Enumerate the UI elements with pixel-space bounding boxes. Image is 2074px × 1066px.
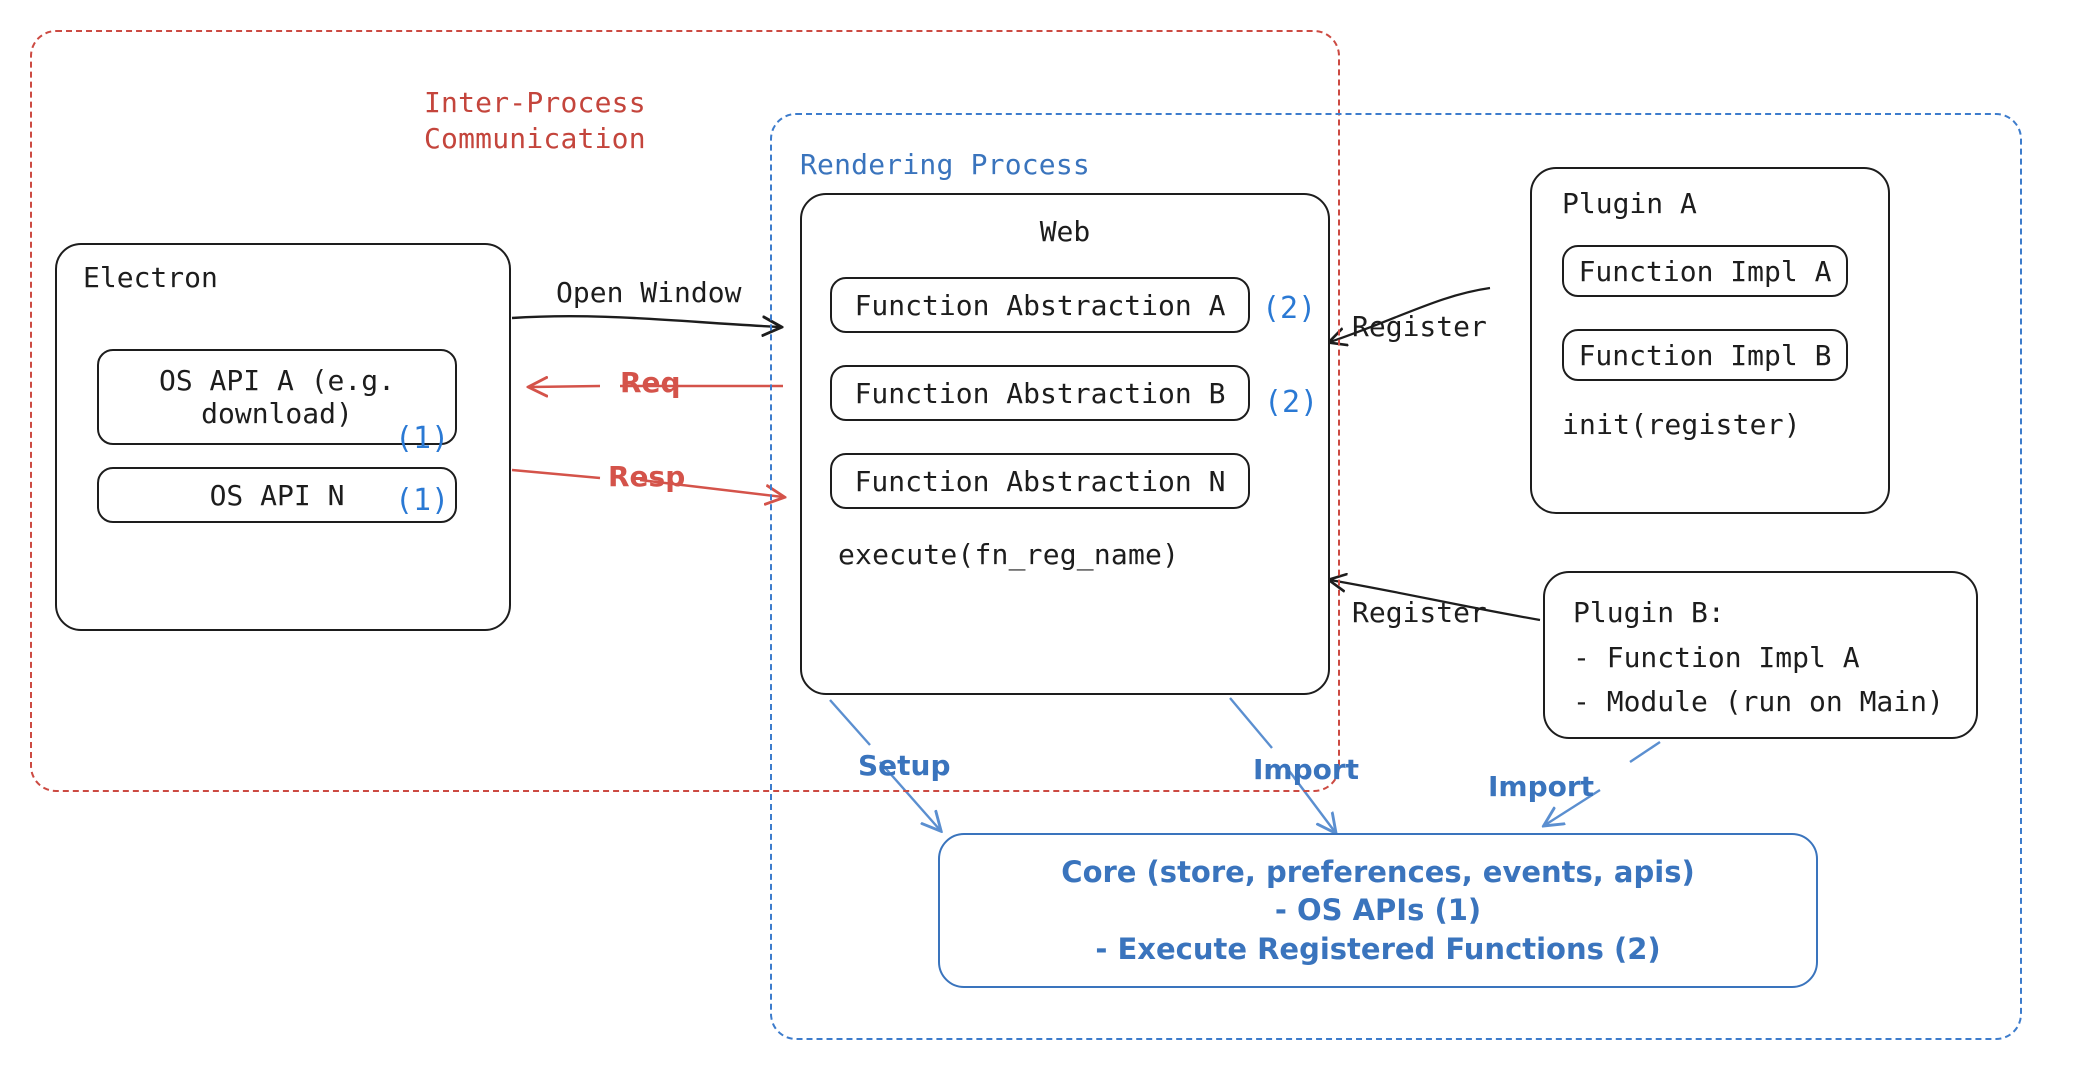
edge-import-plugin-b <box>1545 741 1661 825</box>
edge-label-open-window: Open Window <box>556 276 742 309</box>
os-api-a-label: OS API A (e.g. download) <box>158 364 395 430</box>
function-abstraction-b-box[interactable]: Function Abstraction B <box>830 365 1250 421</box>
electron-title: Electron <box>83 261 218 294</box>
edge-label-import-plugin-b: Import <box>1488 770 1595 803</box>
ipc-boundary <box>30 30 1340 792</box>
os-api-a-marker: (1) <box>395 421 450 456</box>
web-box[interactable]: Web Function Abstraction A (2) Function … <box>800 193 1330 695</box>
plugin-a-title: Plugin A <box>1562 187 1697 220</box>
os-api-n-marker: (1) <box>395 483 450 518</box>
function-abstraction-a-marker: (2) <box>1262 291 1317 326</box>
electron-box[interactable]: Electron OS API A (e.g. download) (1) OS… <box>55 243 511 631</box>
edge-import-web <box>1229 697 1335 832</box>
edge-label-setup: Setup <box>858 749 951 782</box>
edge-register-plugin-a <box>1330 286 1491 342</box>
web-title: Web <box>1039 215 1091 248</box>
function-abstraction-b-marker: (2) <box>1264 385 1319 420</box>
rendering-process-boundary <box>770 113 2022 1040</box>
ipc-boundary-label: Inter-Process Communication <box>424 86 646 155</box>
plugin-b-box[interactable]: Plugin B: - Function Impl A - Module (ru… <box>1543 571 1978 739</box>
core-line-0: Core (store, preferences, events, apis) <box>1061 854 1695 889</box>
core-box[interactable]: Core (store, preferences, events, apis) … <box>938 833 1818 988</box>
edge-register-plugin-b <box>1330 580 1541 622</box>
edge-setup <box>829 699 940 830</box>
edge-resp <box>511 468 783 497</box>
plugin-a-impl-a-label: Function Impl A <box>1578 254 1832 288</box>
core-line-2: - Execute Registered Functions (2) <box>1095 931 1661 966</box>
edge-label-resp: Resp <box>608 460 686 493</box>
plugin-a-impl-b-box[interactable]: Function Impl B <box>1562 329 1848 381</box>
function-abstraction-a-label: Function Abstraction A <box>854 288 1226 322</box>
function-abstraction-a-box[interactable]: Function Abstraction A <box>830 277 1250 333</box>
plugin-a-impl-a-box[interactable]: Function Impl A <box>1562 245 1848 297</box>
web-execute-label: execute(fn_reg_name) <box>838 538 1180 571</box>
edge-label-import-web: Import <box>1253 753 1360 786</box>
edge-open-window <box>511 314 780 327</box>
os-api-n-box[interactable]: OS API N <box>97 467 457 523</box>
edge-label-register-plugin-b: Register <box>1352 596 1487 629</box>
plugin-a-box[interactable]: Plugin A Function Impl A Function Impl B… <box>1530 167 1890 514</box>
os-api-a-box[interactable]: OS API A (e.g. download) <box>97 349 457 445</box>
function-abstraction-b-label: Function Abstraction B <box>854 376 1226 410</box>
edge-req <box>530 386 783 387</box>
plugin-b-line-0: Plugin B: <box>1573 596 1725 629</box>
plugin-b-line-2: - Module (run on Main) <box>1573 685 1944 719</box>
plugin-a-impl-b-label: Function Impl B <box>1578 338 1832 372</box>
edge-label-register-plugin-a: Register <box>1352 310 1487 343</box>
plugin-b-line-1: - Function Impl A <box>1573 640 1860 674</box>
function-abstraction-n-box[interactable]: Function Abstraction N <box>830 453 1250 509</box>
os-api-n-label: OS API N <box>209 478 345 512</box>
rendering-process-label: Rendering Process <box>800 148 1090 181</box>
function-abstraction-n-label: Function Abstraction N <box>854 464 1226 498</box>
edge-label-req: Req <box>620 366 681 399</box>
plugin-a-init-label: init(register) <box>1562 408 1801 441</box>
core-line-1: - OS APIs (1) <box>1274 893 1482 928</box>
